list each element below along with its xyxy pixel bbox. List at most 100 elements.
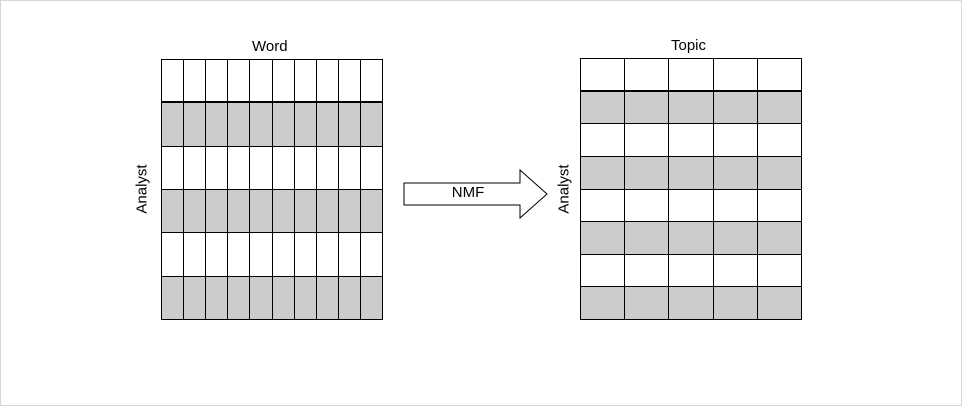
word-matrix-cell xyxy=(228,189,251,234)
topic-matrix-cell xyxy=(625,222,670,255)
word-matrix-cell xyxy=(294,276,317,320)
topic-matrix-cell xyxy=(669,59,714,92)
word-matrix-cell xyxy=(360,233,383,277)
word-matrix-cell xyxy=(272,103,295,147)
topic-matrix-cell xyxy=(713,156,758,190)
right-row-label: Analyst xyxy=(555,164,573,214)
topic-matrix-cell xyxy=(669,189,714,223)
word-matrix-cell xyxy=(338,189,361,234)
word-matrix-cell xyxy=(272,60,295,104)
word-matrix-cell xyxy=(360,103,383,147)
word-matrix-cell xyxy=(360,146,383,190)
word-matrix-cell xyxy=(162,146,185,190)
topic-matrix-cell xyxy=(581,287,626,320)
word-matrix-cell xyxy=(162,103,185,147)
left-column-label: Word xyxy=(252,38,288,55)
word-matrix-cell xyxy=(162,60,185,104)
word-matrix-cell xyxy=(294,189,317,234)
topic-matrix xyxy=(580,58,802,320)
word-matrix-cell xyxy=(162,276,185,320)
topic-matrix-cell xyxy=(669,156,714,190)
topic-matrix-cell xyxy=(625,124,670,157)
word-matrix-cell xyxy=(316,189,339,234)
word-matrix-cell xyxy=(338,233,361,277)
word-matrix-cell xyxy=(206,276,229,320)
topic-matrix-cell xyxy=(625,156,670,190)
word-matrix-cell xyxy=(184,276,207,320)
word-matrix-cell xyxy=(206,189,229,234)
topic-matrix-cell xyxy=(581,222,626,255)
word-matrix-cell xyxy=(338,146,361,190)
word-matrix-cell xyxy=(184,60,207,104)
word-matrix-cell xyxy=(338,103,361,147)
word-matrix-cell xyxy=(184,189,207,234)
topic-matrix-cell xyxy=(757,156,802,190)
topic-matrix-cell xyxy=(625,59,670,92)
word-matrix-cell xyxy=(360,276,383,320)
nmf-label: NMF xyxy=(451,184,485,201)
word-matrix-cell xyxy=(228,60,251,104)
topic-matrix-cell xyxy=(757,222,802,255)
word-matrix-cell xyxy=(294,146,317,190)
word-matrix-cell xyxy=(272,233,295,277)
word-matrix-cell xyxy=(272,189,295,234)
topic-matrix-cell xyxy=(713,59,758,92)
topic-matrix-cell xyxy=(757,287,802,320)
word-matrix-cell xyxy=(316,103,339,147)
topic-matrix-cell xyxy=(625,91,670,125)
word-matrix-cell xyxy=(250,60,273,104)
topic-matrix-cell xyxy=(625,189,670,223)
word-matrix-cell xyxy=(184,103,207,147)
word-matrix-cell xyxy=(316,233,339,277)
word-matrix-cell xyxy=(294,233,317,277)
topic-matrix-cell xyxy=(713,124,758,157)
topic-matrix-cell xyxy=(625,287,670,320)
topic-matrix-cell xyxy=(581,59,626,92)
topic-matrix-cell xyxy=(581,254,626,288)
topic-matrix-cell xyxy=(713,91,758,125)
topic-matrix-cell xyxy=(757,124,802,157)
word-matrix-cell xyxy=(162,233,185,277)
arrow-icon xyxy=(403,169,548,219)
word-matrix-cell xyxy=(228,103,251,147)
topic-matrix-cell xyxy=(581,91,626,125)
word-matrix-cell xyxy=(360,60,383,104)
word-matrix-cell xyxy=(250,146,273,190)
topic-matrix-cell xyxy=(669,287,714,320)
word-matrix-cell xyxy=(272,276,295,320)
word-matrix-cell xyxy=(272,146,295,190)
word-matrix xyxy=(161,59,383,320)
left-header-divider xyxy=(161,101,383,103)
topic-matrix-cell xyxy=(713,254,758,288)
word-matrix-cell xyxy=(338,276,361,320)
right-column-label: Topic xyxy=(671,37,707,54)
right-header-divider xyxy=(580,90,802,92)
topic-matrix-cell xyxy=(581,189,626,223)
word-matrix-cell xyxy=(294,60,317,104)
word-matrix-cell xyxy=(206,146,229,190)
word-matrix-cell xyxy=(228,233,251,277)
topic-matrix-cell xyxy=(669,254,714,288)
word-matrix-cell xyxy=(184,233,207,277)
word-matrix-cell xyxy=(206,233,229,277)
topic-matrix-cell xyxy=(713,189,758,223)
word-matrix-cell xyxy=(250,189,273,234)
word-matrix-cell xyxy=(360,189,383,234)
topic-matrix-cell xyxy=(669,124,714,157)
topic-matrix-cell xyxy=(757,189,802,223)
word-matrix-cell xyxy=(206,103,229,147)
word-matrix-cell xyxy=(228,146,251,190)
topic-matrix-cell xyxy=(757,59,802,92)
word-matrix-cell xyxy=(338,60,361,104)
topic-matrix-cell xyxy=(669,222,714,255)
word-matrix-cell xyxy=(316,146,339,190)
topic-matrix-cell xyxy=(625,254,670,288)
word-matrix-cell xyxy=(228,276,251,320)
word-matrix-cell xyxy=(184,146,207,190)
topic-matrix-cell xyxy=(581,124,626,157)
topic-matrix-cell xyxy=(757,91,802,125)
topic-matrix-cell xyxy=(713,287,758,320)
topic-matrix-cell xyxy=(757,254,802,288)
word-matrix-cell xyxy=(316,60,339,104)
